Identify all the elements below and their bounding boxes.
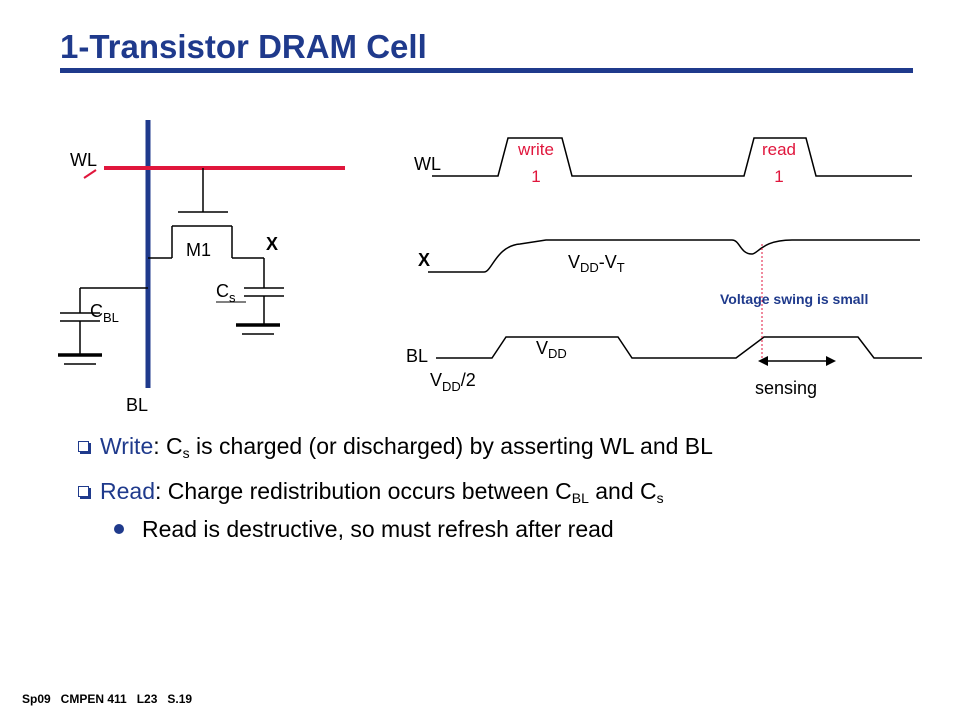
bullet-read: Read: Charge redistribution occurs betwe… bbox=[78, 477, 713, 505]
bullet-destructive-read: Read is destructive, so must refresh aft… bbox=[100, 515, 713, 543]
cbl-label: CBL bbox=[90, 301, 119, 325]
transistor-m1 bbox=[148, 168, 264, 259]
bullet-write: Write: Cs is charged (or discharged) by … bbox=[78, 432, 713, 460]
circuit-bl-label: BL bbox=[126, 395, 148, 415]
slide-title: 1-Transistor DRAM Cell bbox=[60, 28, 427, 65]
bullet-list: Write: Cs is charged (or discharged) by … bbox=[78, 432, 713, 543]
title-underline bbox=[60, 68, 913, 73]
node-x-label: X bbox=[266, 234, 278, 254]
bullet-marker-icon bbox=[78, 486, 89, 497]
bullet-marker-icon bbox=[78, 441, 89, 452]
sensing-arrow bbox=[758, 356, 836, 366]
sub-bullet-dot-icon bbox=[114, 524, 124, 534]
bitline-capacitor bbox=[58, 287, 148, 365]
word-line-label-tick bbox=[83, 169, 97, 179]
vdd-label: VDD bbox=[536, 338, 567, 361]
voltage-swing-note: Voltage swing is small bbox=[720, 291, 868, 307]
vdd-half-label: VDD/2 bbox=[430, 370, 476, 394]
bullet-keyword: Read bbox=[100, 478, 155, 504]
transistor-label: M1 bbox=[186, 240, 211, 260]
wl-waveform bbox=[432, 137, 912, 177]
slide-footer: Sp09 CMPEN 411 L23 S.19 bbox=[22, 692, 193, 706]
vdd-minus-vt-label: VDD-VT bbox=[568, 252, 625, 275]
timing-diagram: WL X BL write 1 read 1 VDD-VT VDD VDD/2 … bbox=[406, 137, 922, 398]
storage-capacitor bbox=[236, 258, 284, 335]
cs-label: Cs bbox=[216, 281, 236, 305]
timing-bl-label: BL bbox=[406, 346, 428, 366]
x-waveform bbox=[428, 239, 920, 273]
sensing-label: sensing bbox=[755, 378, 817, 398]
bullet-keyword: Write bbox=[100, 433, 154, 459]
circuit-wl-label: WL bbox=[70, 150, 97, 170]
write-value: 1 bbox=[531, 167, 540, 186]
circuit-schematic: WL BL M1 X Cs CBL bbox=[58, 120, 345, 415]
timing-x-label: X bbox=[418, 250, 430, 270]
read-label: read bbox=[762, 140, 796, 159]
bl-waveform bbox=[436, 336, 922, 359]
read-value: 1 bbox=[774, 167, 783, 186]
timing-wl-label: WL bbox=[414, 154, 441, 174]
write-label: write bbox=[517, 140, 554, 159]
